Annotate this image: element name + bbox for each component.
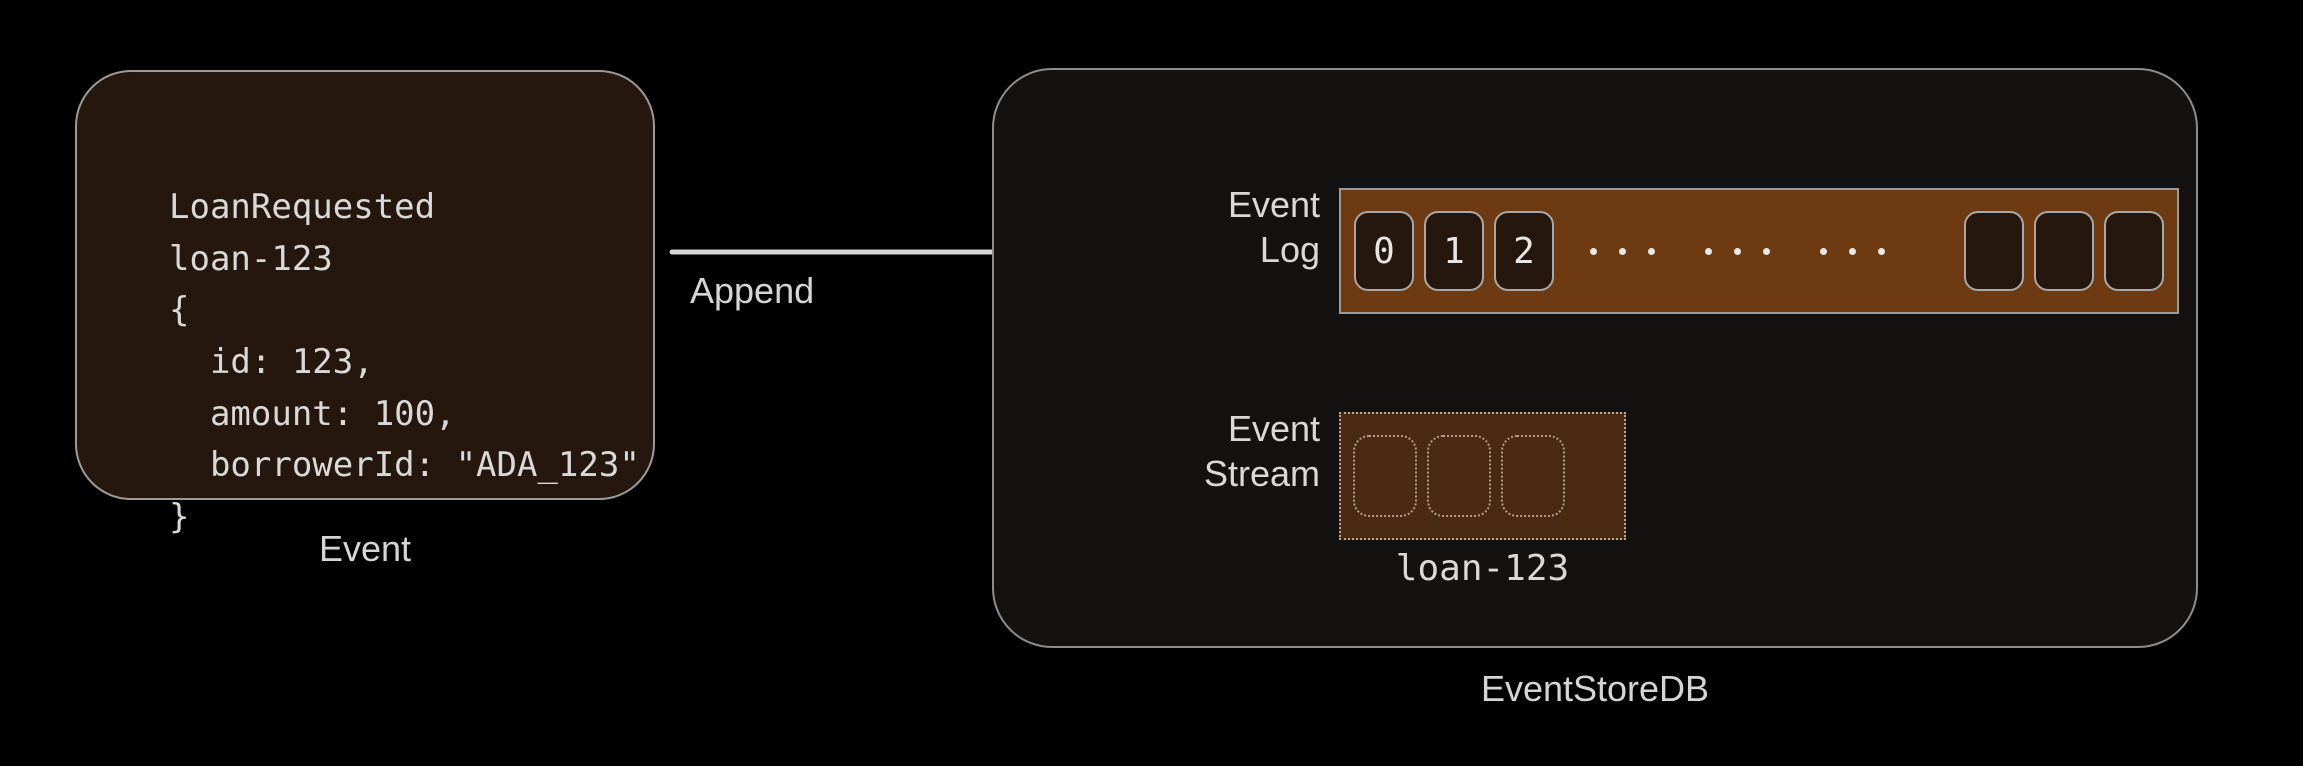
- eventstoredb-container: [992, 68, 2198, 648]
- ellipsis-dot: [1705, 247, 1712, 255]
- event-log-cell: 1: [1424, 211, 1484, 291]
- ellipsis-dot: [1619, 247, 1626, 255]
- ellipsis-group: [1579, 247, 1666, 255]
- event-stream-label: Event Stream: [1203, 408, 1320, 494]
- event-card: LoanRequested loan-123 { id: 123, amount…: [75, 70, 655, 537]
- append-arrow-label: Append: [690, 270, 815, 311]
- event-log-ellipsis: [1565, 247, 1910, 255]
- event-log-cell: 0: [1354, 211, 1414, 291]
- ellipsis-dot: [1734, 247, 1741, 255]
- event-log-cell-empty: [2034, 211, 2094, 291]
- event-stream-cell: [1353, 435, 1417, 517]
- ellipsis-dot: [1763, 247, 1770, 255]
- ellipsis-dot: [1820, 247, 1827, 255]
- ellipsis-dot: [1590, 247, 1597, 255]
- event-log-bar: 0 1 2: [1339, 188, 2179, 314]
- ellipsis-group: [1809, 247, 1896, 255]
- event-log-cell: 2: [1494, 211, 1554, 291]
- event-log-label: Event Log: [1227, 184, 1320, 270]
- event-log-cell-empty: [2104, 211, 2164, 291]
- ellipsis-dot: [1849, 247, 1856, 255]
- event-log-cell-empty: [1964, 211, 2024, 291]
- event-card-caption: Event: [318, 528, 412, 569]
- ellipsis-dot: [1878, 247, 1885, 255]
- event-stream-cell: [1427, 435, 1491, 517]
- ellipsis-dot: [1648, 247, 1655, 255]
- event-stream-cell: [1501, 435, 1565, 517]
- ellipsis-group: [1694, 247, 1781, 255]
- event-payload-code: LoanRequested loan-123 { id: 123, amount…: [169, 187, 640, 538]
- event-stream-caption: loan-123: [1395, 548, 1570, 589]
- eventstoredb-caption: EventStoreDB: [1480, 668, 1710, 709]
- event-stream-bar: [1339, 412, 1626, 540]
